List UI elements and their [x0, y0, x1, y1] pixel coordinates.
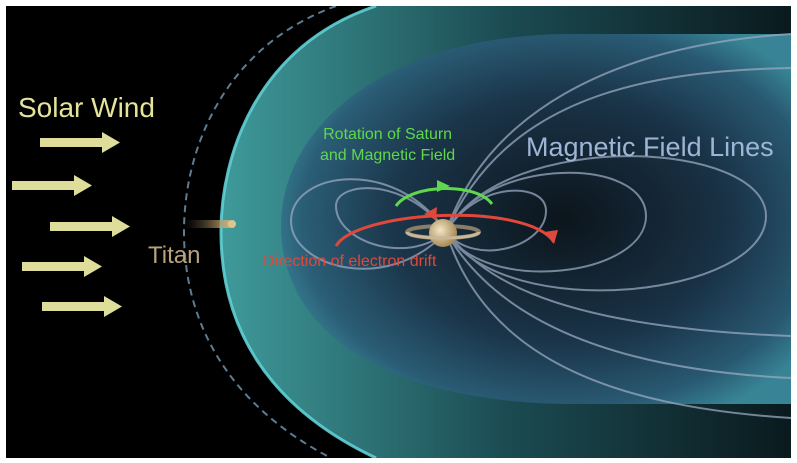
arrow-right-icon [22, 256, 102, 277]
saturn-planet-icon [405, 219, 481, 247]
magnetosphere-region [281, 34, 791, 404]
arrow-right-icon [40, 132, 120, 153]
field-line [289, 178, 447, 270]
rotation-arrow [394, 180, 494, 207]
magnetosphere-diagram: Solar Wind Titan Magnetic Field Lines Ro… [6, 6, 791, 458]
diagram-canvas [12, 6, 791, 458]
magnetopause-edge [219, 6, 377, 458]
field-line [445, 33, 791, 233]
magnetic-field-lines [289, 33, 791, 419]
field-line [445, 189, 548, 252]
electron-drift-arrow [334, 207, 558, 247]
field-line [445, 155, 768, 292]
rotation-label-line1: Rotation of Saturn [323, 126, 453, 143]
field-line [445, 231, 791, 337]
field-line [445, 231, 791, 379]
rotation-label-line2: and Magnetic Field [320, 147, 456, 164]
rotation-label: Rotation of Saturn and Magnetic Field [320, 124, 455, 166]
bow-shock-line [182, 6, 337, 458]
field-line [445, 231, 791, 419]
titan-moon-icon [184, 220, 236, 228]
electron-drift-label: Direction of electron drift [263, 253, 437, 270]
arrow-right-icon [50, 216, 130, 237]
titan-label: Titan [148, 242, 201, 269]
solar-wind-label: Solar Wind [18, 92, 155, 123]
magnetic-field-lines-label: Magnetic Field Lines [526, 132, 774, 162]
solar-wind-arrows [12, 132, 130, 317]
arrow-right-icon [42, 296, 122, 317]
field-line [445, 171, 648, 273]
arrow-right-icon [12, 175, 92, 196]
field-line [445, 67, 791, 233]
field-line [334, 187, 447, 250]
